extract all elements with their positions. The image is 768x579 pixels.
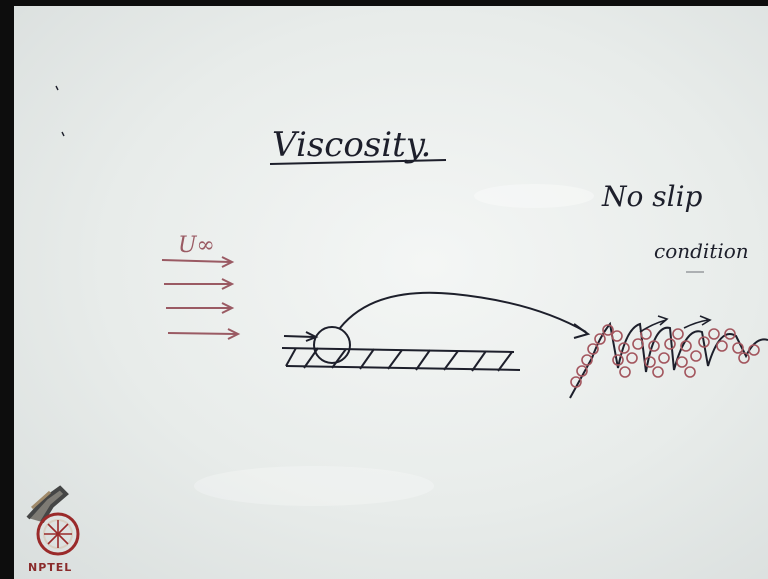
nptel-logo-icon xyxy=(26,485,80,556)
nptel-watermark-text: NPTEL xyxy=(28,561,73,574)
magnify-arrow xyxy=(339,291,587,333)
whiteboard-frame: Viscosity. No slip condition U∞ xyxy=(14,6,768,579)
freestream-label: U∞ xyxy=(178,233,215,258)
freestream-arrows xyxy=(161,256,241,340)
title-underline xyxy=(269,159,447,165)
solid-wall xyxy=(281,347,521,372)
fluid-particles xyxy=(570,324,760,388)
board-title: Viscosity. xyxy=(272,125,431,165)
particle-motion-arrows xyxy=(639,315,712,333)
flow-arrow xyxy=(161,259,231,263)
no-slip-title: No slip xyxy=(601,180,703,213)
rough-surface xyxy=(569,321,768,399)
zoom-circle xyxy=(313,326,351,364)
flow-arrow xyxy=(167,332,237,335)
whiteboard-drawing: Viscosity. No slip condition U∞ xyxy=(55,85,768,506)
no-slip-subtitle: condition xyxy=(654,239,749,263)
